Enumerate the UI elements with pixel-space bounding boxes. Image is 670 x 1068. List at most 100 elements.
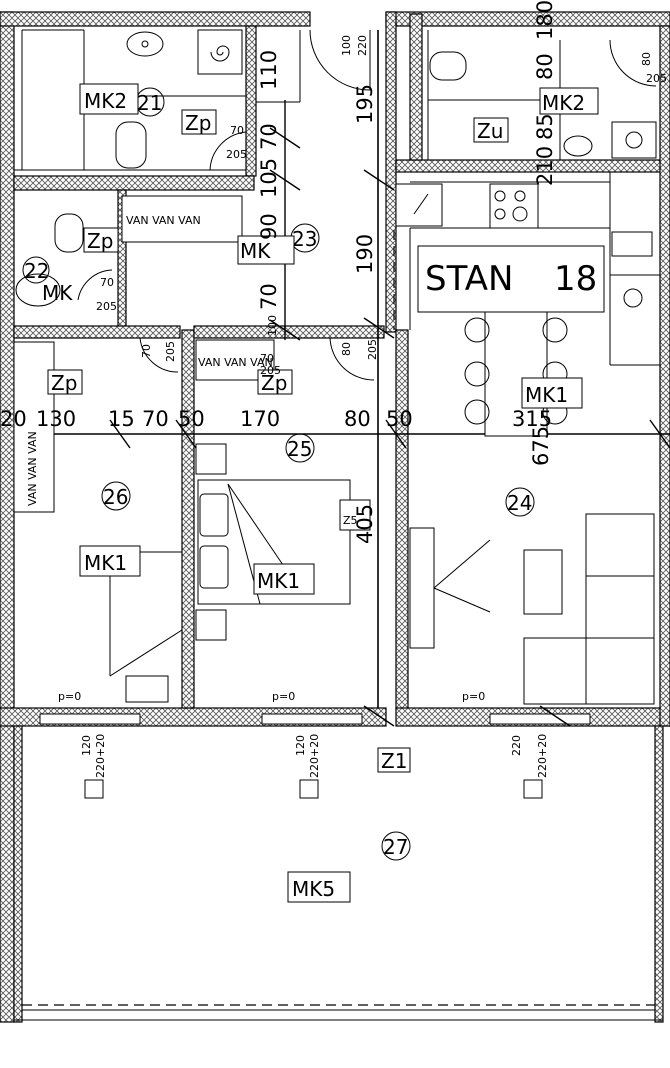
door-tag: 205 — [226, 148, 247, 161]
coffee-table — [523, 549, 563, 615]
floor-mark: p=0 — [272, 690, 295, 703]
wall-hall-north — [13, 325, 181, 339]
dim-405: 405 — [353, 504, 377, 544]
toilet-icon — [115, 121, 147, 169]
dim-70c: 70 — [257, 283, 281, 310]
door-tag: 80 — [640, 52, 653, 66]
door-room25 — [329, 337, 375, 381]
apartment-title: STAN 18 — [417, 245, 605, 313]
dining-table — [484, 311, 548, 437]
door-tag: 70 — [100, 276, 114, 289]
dim-210: 210 — [533, 146, 557, 186]
dim-105: 105 — [257, 158, 281, 198]
tag-mk1-b: MK1 — [84, 551, 127, 575]
wardrobe-texts: VAN VAN VAN VAN VAN VAN VAN VAN VAN — [26, 214, 273, 506]
dim-70b: 70 — [257, 123, 281, 150]
tag-zp-a: Zp — [185, 111, 211, 135]
room-number-25: 25 — [287, 437, 312, 461]
window-tag: 220+20 — [308, 734, 321, 778]
dimension-labels: 20 130 15 70 50 170 80 50 315 675 405 19… — [0, 0, 557, 544]
tag-mk2-a: MK2 — [84, 89, 127, 113]
door-tag: 205 — [96, 300, 117, 313]
apartment-label: STAN — [425, 259, 513, 299]
door-tag: 80 — [340, 342, 353, 356]
dimension-ticks — [109, 100, 670, 727]
room-number-23: 23 — [292, 227, 317, 251]
doors — [77, 29, 657, 381]
window — [39, 713, 141, 725]
tag-zp-d: Zp — [261, 371, 287, 395]
dim-50a: 50 — [178, 407, 205, 431]
window — [489, 713, 591, 725]
dim-675: 675 — [529, 426, 553, 466]
door-tag: 205 — [164, 341, 177, 362]
wall-living-west — [395, 329, 409, 711]
dim-110: 110 — [257, 50, 281, 90]
washer-icon — [623, 288, 643, 308]
dim-70a: 70 — [142, 407, 169, 431]
sofa-chaise — [523, 637, 587, 705]
toilet-icon — [429, 51, 467, 81]
sink-icon — [126, 31, 164, 57]
wall-bath-west — [409, 13, 423, 161]
tag-mk2-b: MK2 — [542, 91, 585, 115]
door-wc22 — [77, 269, 113, 301]
toilet-icon — [54, 213, 84, 253]
tag-z1: Z1 — [381, 749, 407, 773]
wall-terrace-east — [654, 725, 664, 1023]
room-number-22: 22 — [24, 259, 49, 283]
tag-mk-d: MK — [42, 281, 73, 305]
floor-mark: p=0 — [58, 690, 81, 703]
window-tags: 120 220+20 120 220+20 220 220+20 — [80, 734, 549, 778]
wall-north-right — [385, 11, 670, 27]
shower-icon — [611, 121, 657, 159]
dim-85: 85 — [533, 113, 557, 140]
door-tags: 70 205 70 205 70 205 80 205 100 220 80 2… — [96, 35, 667, 377]
floor-marks: p=0 p=0 p=0 — [58, 690, 485, 703]
door-tag: 205 — [260, 364, 281, 377]
door-tag: 205 — [366, 339, 379, 360]
sink-icon — [563, 135, 593, 157]
tag-zp-b: Zp — [87, 229, 113, 253]
room-number-21: 21 — [137, 91, 162, 115]
dim-20: 20 — [0, 407, 27, 431]
door-tag: 220 — [356, 35, 369, 56]
nightstand — [195, 609, 227, 641]
wardrobe-text: VAN VAN VAN — [126, 214, 201, 227]
door-tag: 70 — [140, 344, 153, 358]
floor-mark: p=0 — [462, 690, 485, 703]
dim-195: 195 — [353, 84, 377, 124]
material-tags: MK2 MK2 MK MK MK1 MK1 MK1 MK5 Zp Zp Zp Z… — [42, 83, 599, 903]
wardrobe — [13, 341, 55, 513]
desk — [125, 675, 169, 703]
dim-90: 90 — [257, 213, 281, 240]
dim-80: 80 — [344, 407, 371, 431]
dim-15: 15 — [108, 407, 135, 431]
window-tag: 220+20 — [536, 734, 549, 778]
wardrobe-text: VAN VAN VAN — [198, 356, 273, 369]
tag-mk1-c: MK1 — [257, 569, 300, 593]
room-numbers: 21 22 23 24 25 26 27 — [22, 87, 535, 861]
entrance-door — [309, 29, 371, 91]
nightstand — [195, 443, 227, 475]
wall-east — [659, 25, 670, 727]
dim-50b: 50 — [386, 407, 413, 431]
dim-80b: 80 — [533, 53, 557, 80]
apartment-number: 18 — [554, 259, 597, 299]
wall-terrace-west — [13, 725, 23, 1023]
dim-190: 190 — [353, 234, 377, 274]
door-tag: 205 — [646, 72, 667, 85]
apartment-title-box — [417, 245, 605, 313]
tag-zu: Zu — [477, 119, 503, 143]
window-tag: 120 — [294, 735, 307, 756]
room-number-26: 26 — [103, 485, 128, 509]
fridge-icon — [395, 183, 443, 227]
column — [339, 499, 371, 531]
stove-icon — [489, 183, 539, 229]
wardrobe-text: VAN VAN VAN — [26, 431, 39, 506]
tv-unit — [409, 527, 435, 649]
lamp-box — [523, 779, 543, 799]
lamp-box — [299, 779, 319, 799]
room-number-24: 24 — [507, 491, 532, 515]
